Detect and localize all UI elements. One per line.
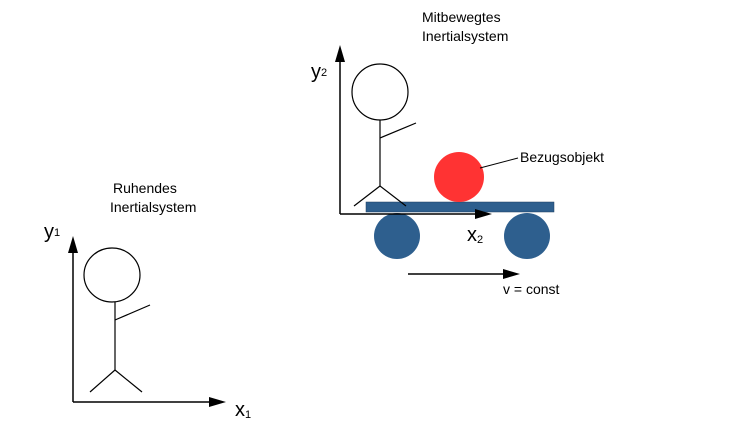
moving-x-axis-label: x2 [467,224,483,246]
rest-observer-figure [83,247,151,393]
moving-y-axis-index: 2 [321,67,327,79]
moving-frame: Mitbewegtes Inertialsystem y2 x2 Bezugso… [311,9,604,297]
cart-platform [365,201,555,213]
reference-object-ball [434,152,484,202]
velocity-arrowhead [503,269,520,279]
moving-observer-figure [351,63,417,207]
rest-observer-leg-left [89,369,116,393]
rest-frame-title-line2: Inertialsystem [110,199,196,215]
moving-x-axis-letter: x [467,224,477,246]
moving-frame-title-line2: Inertialsystem [422,28,508,44]
rest-observer-arm [114,304,151,321]
velocity-label: v = const [503,281,560,297]
moving-y-axis-letter: y [311,61,321,83]
moving-y-arrowhead [335,45,345,62]
rest-frame: Ruhendes Inertialsystem y1 x1 [44,180,251,421]
moving-observer-leg-left [353,185,381,207]
rest-y-axis-label: y1 [44,221,60,243]
moving-x-axis-index: 2 [477,234,483,246]
moving-y-axis-label: y2 [311,61,327,83]
rest-x-arrowhead [209,397,226,407]
rest-observer-head [83,247,141,303]
rest-y-arrowhead [68,236,78,253]
rest-frame-title-line1: Ruhendes [113,180,177,196]
rest-x-axis-index: 1 [245,409,251,421]
reference-object-pointer [479,157,519,169]
reference-object-label: Bezugsobjekt [520,149,604,165]
moving-frame-title-line1: Mitbewegtes [422,9,501,25]
rest-x-axis-label: x1 [235,399,251,421]
rest-y-axis-index: 1 [54,227,60,239]
moving-x-arrowhead [475,209,492,219]
cart-wheel-right [504,213,550,259]
rest-x-axis-letter: x [235,399,245,421]
moving-observer-leg-right [379,185,407,207]
moving-observer-head [351,63,409,121]
cart-wheel-left [374,213,420,259]
rest-y-axis-letter: y [44,221,54,243]
moving-observer-arm [379,122,417,139]
rest-observer-leg-right [114,369,143,393]
